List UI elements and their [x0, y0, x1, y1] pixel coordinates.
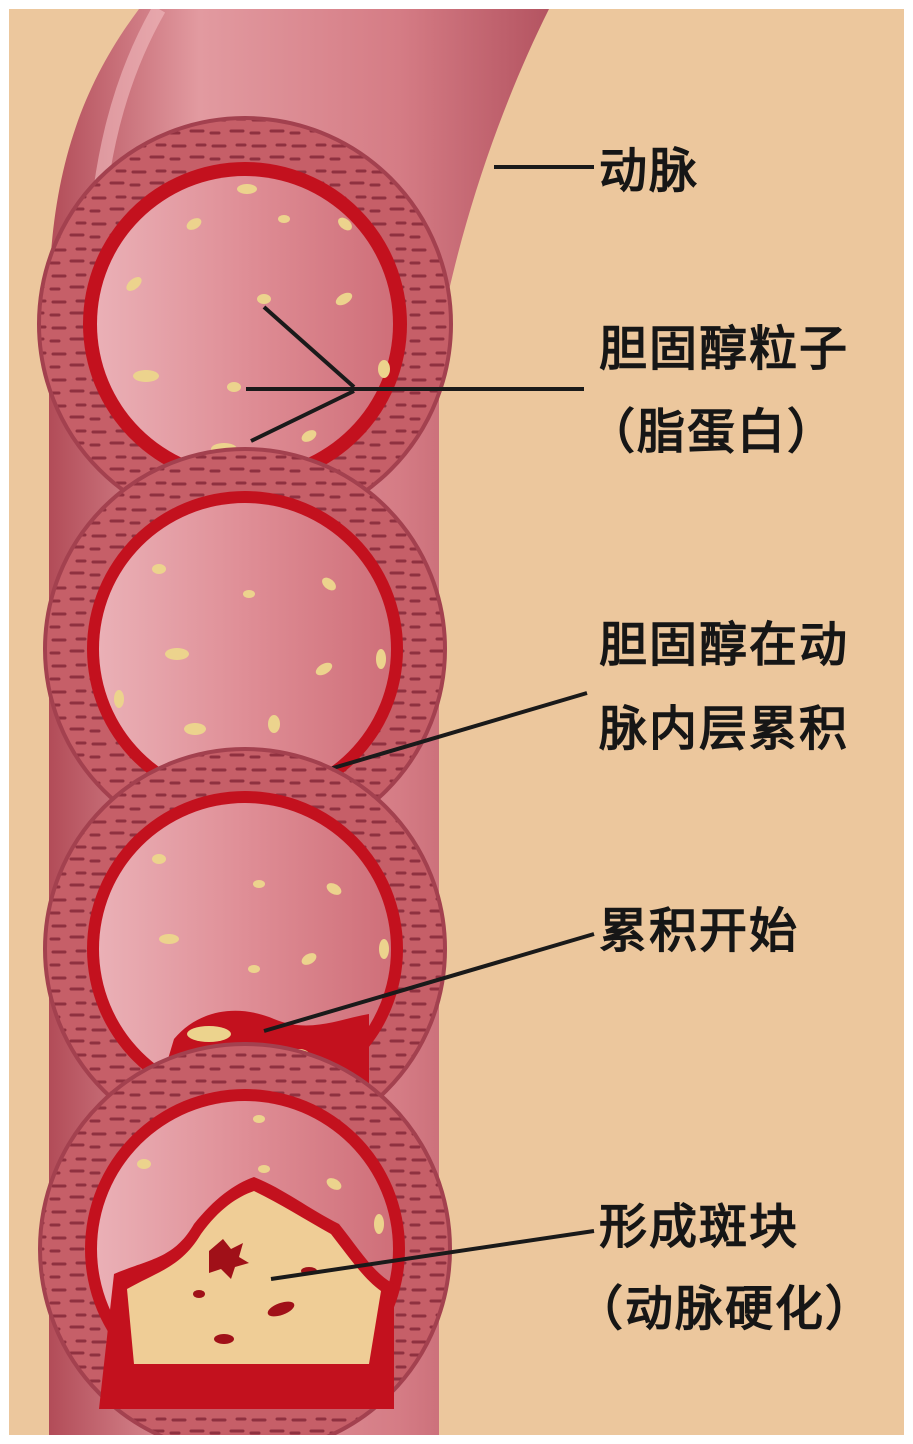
- label-accumulation-start: 累积开始: [599, 901, 799, 961]
- diagram-panel: 动脉 胆固醇粒子 （脂蛋白） 胆固醇在动 脉内层累积 累积开始 形成斑块 （动脉…: [9, 9, 904, 1435]
- label-plaque-formation: 形成斑块: [599, 1197, 799, 1257]
- cross-section-4: [40, 1044, 594, 1435]
- label-accumulation-line2: 脉内层累积: [599, 699, 849, 759]
- label-artery: 动脉: [599, 141, 699, 201]
- label-lipoprotein: （脂蛋白）: [587, 402, 837, 462]
- label-arteriosclerosis: （动脉硬化）: [575, 1279, 875, 1339]
- label-cholesterol-particle: 胆固醇粒子: [599, 319, 849, 379]
- label-accumulation-line1: 胆固醇在动: [599, 615, 849, 675]
